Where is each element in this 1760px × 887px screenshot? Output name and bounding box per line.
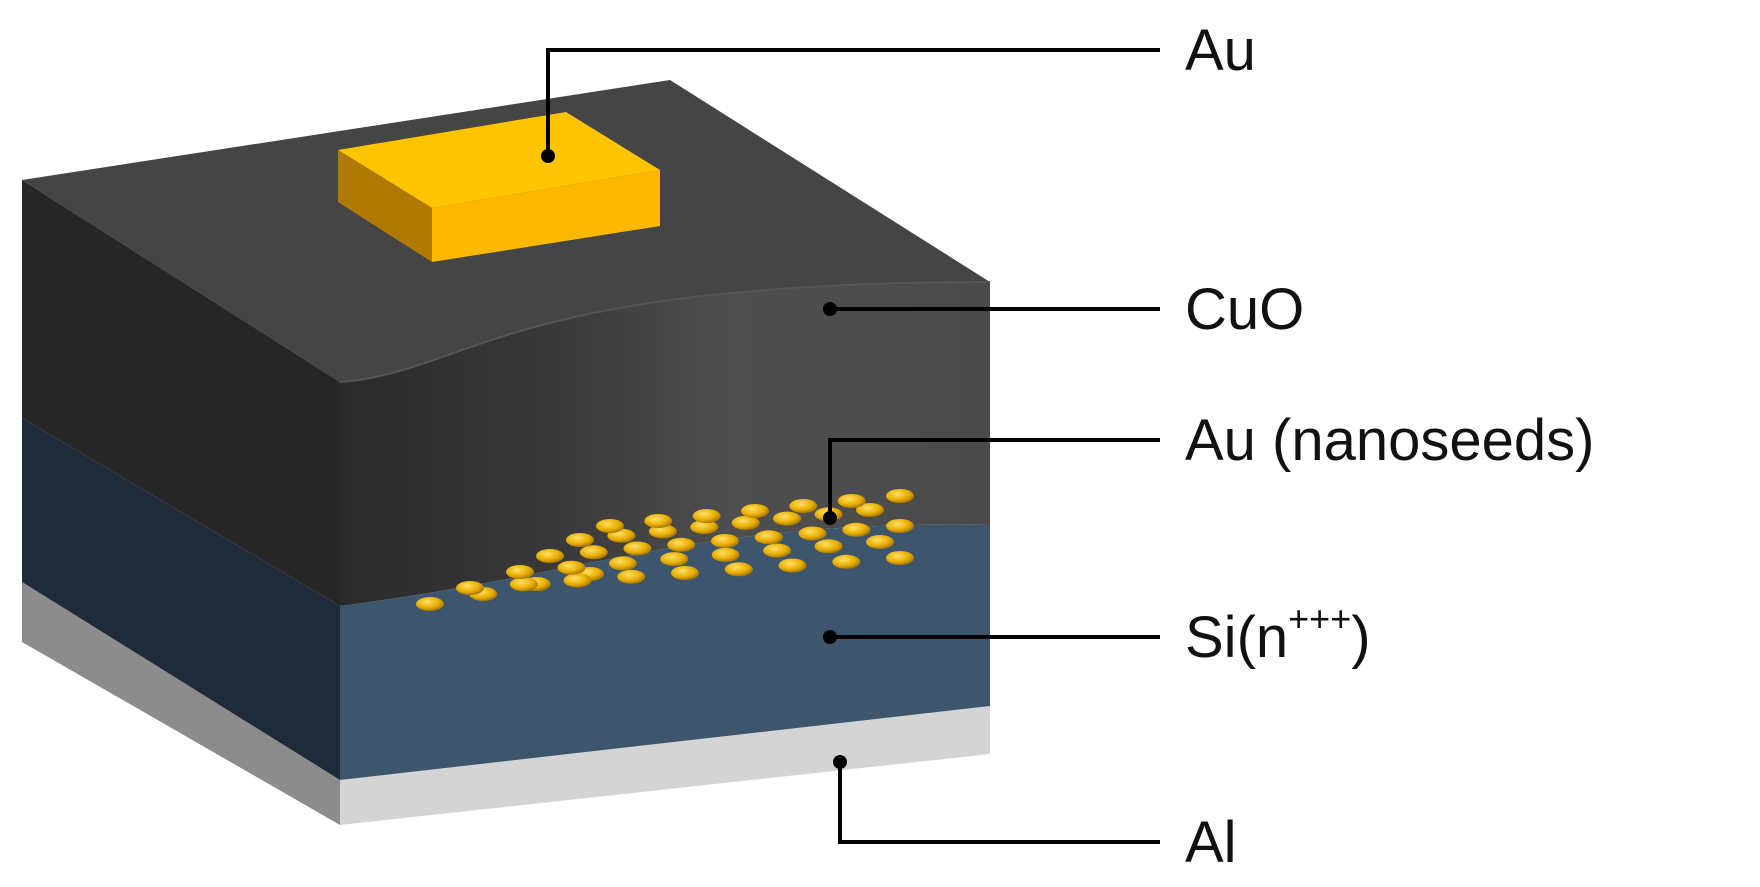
nanoseed bbox=[711, 534, 739, 548]
leader-al bbox=[838, 762, 1160, 844]
au-contact-front bbox=[432, 170, 660, 262]
si-left-face bbox=[22, 418, 340, 780]
nanoseed bbox=[608, 556, 637, 571]
label-si: Si(n+++) bbox=[1185, 601, 1371, 667]
nanoseed bbox=[866, 535, 894, 549]
leader-lines bbox=[546, 48, 1160, 844]
si-front-face bbox=[340, 524, 990, 780]
nanoseed bbox=[814, 539, 843, 554]
label-si-sup: +++ bbox=[1288, 598, 1352, 639]
nanoseed bbox=[773, 511, 802, 526]
nanoseed bbox=[754, 530, 783, 545]
au-contact bbox=[338, 112, 660, 262]
nanoseed bbox=[837, 494, 866, 508]
nanoseed bbox=[789, 499, 818, 513]
dot-cuo bbox=[823, 302, 837, 316]
nanoseed bbox=[456, 581, 484, 595]
nanoseed bbox=[596, 519, 624, 533]
nanoseed bbox=[690, 520, 719, 535]
label-au-contact: Au bbox=[1185, 18, 1256, 83]
nanoseed bbox=[724, 562, 753, 577]
leader-au-nanoseeds bbox=[828, 438, 1160, 516]
nanoseed bbox=[741, 504, 769, 518]
nanoseed bbox=[886, 489, 914, 503]
au-contact-left bbox=[338, 150, 432, 262]
nanoseed bbox=[563, 573, 592, 588]
dot-au-nanoseeds bbox=[823, 511, 837, 525]
au-contact-top bbox=[338, 112, 660, 208]
nanoseed bbox=[778, 558, 807, 573]
nanoseed bbox=[648, 524, 677, 539]
label-al: Al bbox=[1185, 810, 1237, 875]
nanoseed bbox=[711, 547, 740, 562]
nanoseed bbox=[660, 552, 689, 567]
nanoseed bbox=[798, 526, 827, 541]
al-left-face bbox=[22, 582, 340, 825]
leader-au-contact bbox=[546, 48, 1160, 152]
cuo-top-ridge bbox=[339, 281, 991, 383]
label-si-close: ) bbox=[1351, 605, 1371, 670]
nanoseed bbox=[731, 515, 760, 530]
nanoseed bbox=[644, 514, 673, 528]
al-layer bbox=[22, 582, 990, 825]
cuo-left-face bbox=[22, 180, 340, 606]
dot-al bbox=[833, 755, 847, 769]
nanoseed bbox=[667, 537, 696, 552]
label-cuo: CuO bbox=[1185, 277, 1305, 342]
nanoseed bbox=[617, 569, 646, 584]
nanoseed bbox=[566, 533, 594, 547]
nanoseed bbox=[579, 545, 608, 560]
au-nanoseeds bbox=[416, 489, 914, 611]
nanoseed bbox=[536, 549, 564, 563]
nanoseed bbox=[886, 519, 914, 533]
si-layer bbox=[22, 418, 990, 780]
label-au-nanoseeds: Au (nanoseeds) bbox=[1185, 408, 1595, 473]
nanoseed bbox=[416, 597, 444, 611]
nanoseed bbox=[506, 565, 534, 579]
nanoseed bbox=[832, 554, 861, 569]
cuo-front-face bbox=[340, 282, 990, 606]
dot-au-contact bbox=[541, 149, 555, 163]
al-front-face bbox=[340, 706, 990, 825]
nanoseed bbox=[856, 503, 884, 517]
dot-si bbox=[823, 630, 837, 644]
nanoseed bbox=[763, 543, 792, 558]
nanoseed bbox=[557, 560, 586, 575]
nanoseed bbox=[623, 541, 652, 556]
nanoseed bbox=[692, 509, 721, 523]
nanoseed bbox=[509, 577, 538, 592]
label-si-base: Si(n bbox=[1185, 605, 1289, 670]
leader-dots bbox=[541, 149, 847, 769]
nanoseed bbox=[671, 566, 699, 580]
nanoseed bbox=[842, 522, 871, 537]
nanoseed bbox=[886, 551, 914, 565]
